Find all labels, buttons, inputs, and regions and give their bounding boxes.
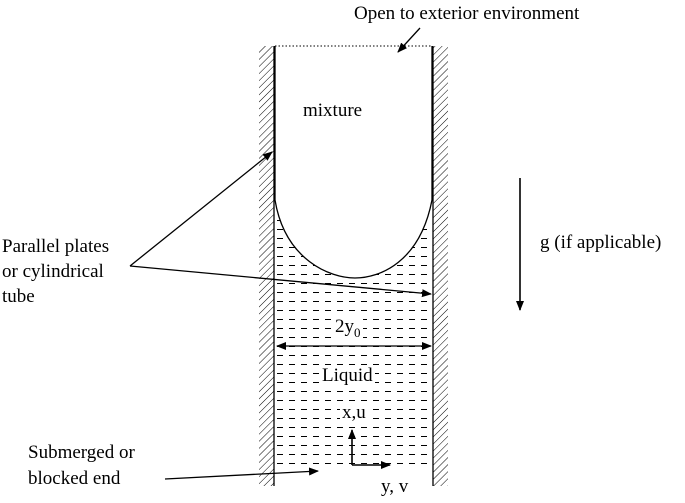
right-wall [433,46,448,486]
yv-label: y, v [381,476,409,497]
open-arrow [397,27,421,53]
plates-arrow-right [129,265,432,298]
submerged-label-line2: blocked end [28,468,121,489]
submerged-label-line1: Submerged or [28,442,135,463]
width-label: 2y0 [333,316,363,344]
mixture-label: mixture [303,100,363,121]
plates-arrow-left [129,151,273,267]
submerged-arrow [164,467,319,480]
gravity-label: g (if applicable) [540,232,662,253]
xu-label: x,u [340,402,368,424]
plates-label-line3: tube [2,286,35,307]
plates-label-line1: Parallel plates [2,236,110,257]
plates-label-line2: or cylindrical [2,261,104,282]
liquid-label: Liquid [320,365,375,387]
meniscus-curve [274,46,433,279]
open-exterior-label: Open to exterior environment [354,3,580,24]
left-wall [259,46,274,486]
